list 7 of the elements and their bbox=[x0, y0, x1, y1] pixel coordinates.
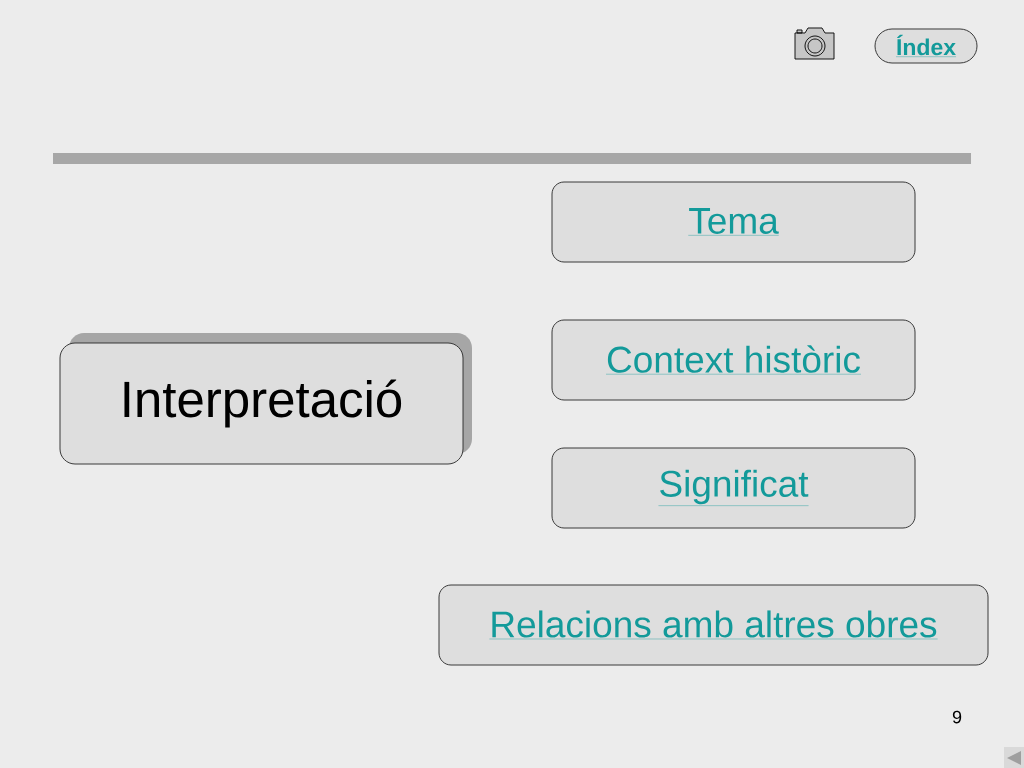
page-number: 9 bbox=[952, 710, 962, 724]
link-box: Significat bbox=[551, 447, 916, 529]
link-box: Context històric bbox=[551, 319, 916, 401]
index-button: Índex bbox=[874, 28, 978, 64]
link-box: Relacions amb altres obres bbox=[438, 584, 989, 666]
link-box: Tema bbox=[551, 181, 916, 263]
topic-box: Interpretació bbox=[59, 333, 472, 465]
